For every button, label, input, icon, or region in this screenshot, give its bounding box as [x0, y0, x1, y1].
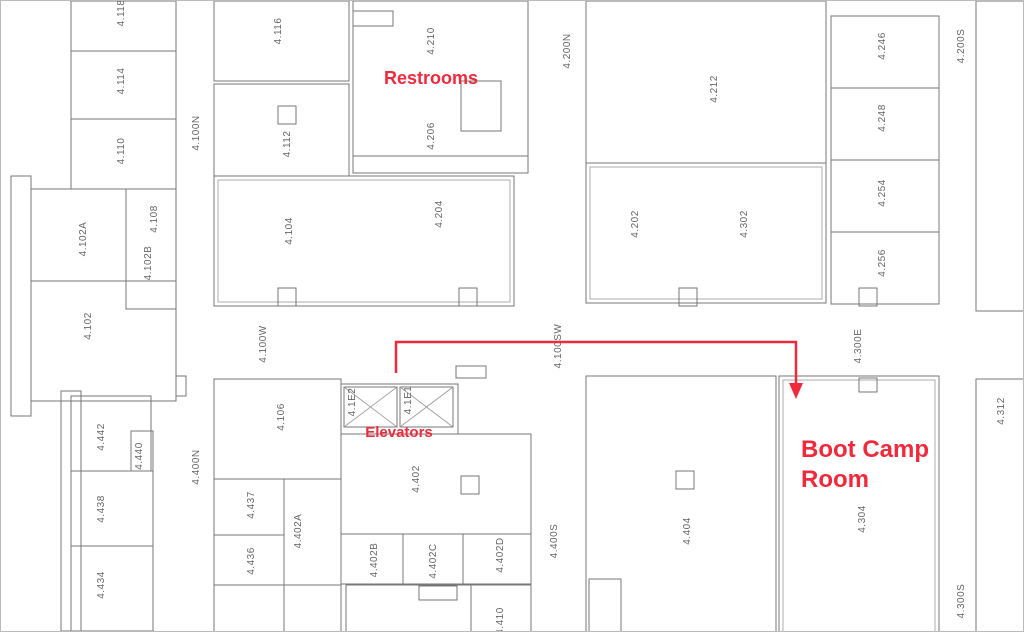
room-label: 4.102	[83, 312, 94, 340]
room-label: 4.114	[116, 68, 127, 95]
room-label: 4.246	[877, 32, 888, 60]
room-label: 4.437	[246, 491, 257, 519]
room-label: 4.256	[877, 249, 888, 277]
room-label: 4.116	[273, 18, 284, 45]
room-label: 4.402B	[369, 543, 380, 578]
room-label: 4.206	[426, 122, 437, 150]
room-label: 4.106	[276, 403, 287, 431]
walls	[10, 1, 1023, 631]
room-label: 4.200N	[562, 33, 573, 68]
room-label: 4.304	[857, 505, 868, 533]
room-label: 4.212	[709, 75, 720, 103]
room-label: 4.400N	[191, 449, 202, 484]
room-label: 4.108	[149, 205, 160, 233]
room-label: 4.400S	[549, 524, 560, 559]
room-label: 4.100SW	[553, 324, 564, 369]
room-label: 4.434	[96, 571, 107, 599]
room-label: 4.300E	[853, 329, 864, 364]
room-label: 4.438	[96, 495, 107, 523]
room-label: 4.100W	[258, 325, 269, 363]
room-labels: 4.118 4.114 4.110 4.116 4.210 4.112 4.20…	[78, 1, 1007, 632]
room-label: 4.300S	[956, 584, 967, 619]
restrooms-label: Restrooms	[384, 68, 478, 88]
elevators-label: Elevators	[365, 424, 433, 441]
boot-camp-room-line2: Room	[801, 466, 869, 493]
room-label: 4.204	[434, 200, 445, 228]
room-label: 4.402	[411, 465, 422, 493]
room-label: 4.254	[877, 179, 888, 207]
room-label: 4.112	[282, 131, 293, 158]
room-label: 4.404	[682, 517, 693, 545]
room-label: 4.104	[284, 217, 295, 245]
room-label: 4.440	[134, 442, 145, 470]
route-arrow	[394, 340, 803, 399]
room-label: 4.1E1	[403, 386, 414, 415]
room-label: 4.210	[426, 27, 437, 55]
boot-camp-room-line1: Boot Camp	[801, 436, 929, 463]
room-label: 4.118	[116, 1, 127, 26]
room-label: 4.402C	[428, 543, 439, 578]
room-label: 4.102B	[143, 246, 154, 281]
room-label: 4.402A	[293, 514, 304, 549]
room-label: 4.442	[96, 423, 107, 451]
room-label: 4.248	[877, 104, 888, 132]
room-label: 4.110	[116, 138, 127, 165]
room-label: 4.302	[739, 210, 750, 238]
room-label: 4.402D	[495, 537, 506, 572]
boot-camp-room-label: Boot Camp Room	[801, 436, 936, 493]
room-label: 4.102A	[78, 222, 89, 257]
room-label: 4.200S	[956, 29, 967, 64]
room-label: 4.436	[246, 547, 257, 575]
room-label: 4.312	[996, 397, 1007, 425]
room-label: 4.100N	[191, 115, 202, 150]
room-label: 4.410	[495, 607, 506, 632]
room-label: 4.202	[630, 210, 641, 238]
room-label: 4.1E2	[347, 388, 358, 417]
